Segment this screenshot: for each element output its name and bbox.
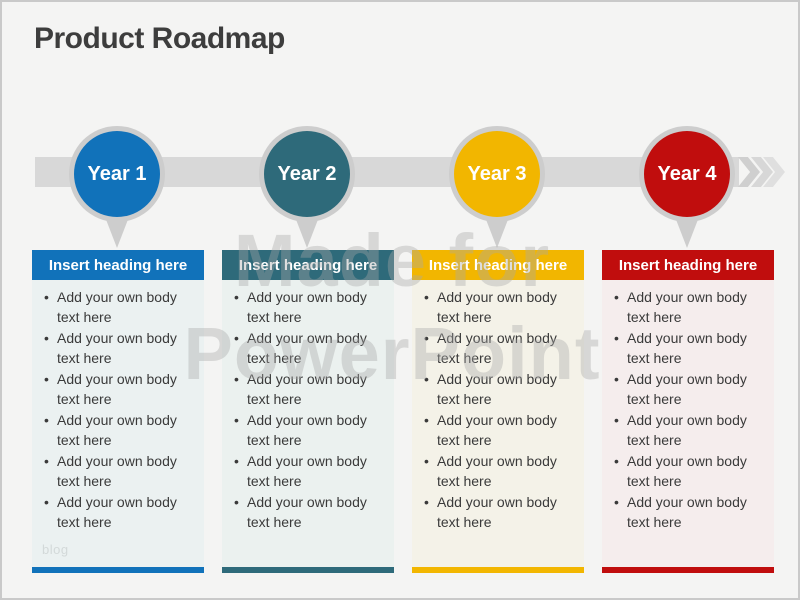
column-accent-bar <box>32 567 204 573</box>
bullet-item: Add your own body text here <box>232 287 390 327</box>
bullet-item: Add your own body text here <box>42 287 200 327</box>
timeline-year-marker[interactable]: Year 3 <box>449 126 545 250</box>
timeline-year-marker[interactable]: Year 2 <box>259 126 355 250</box>
bullet-item: Add your own body text here <box>42 492 200 532</box>
column-body: Add your own body text hereAdd your own … <box>412 280 584 567</box>
bullet-item: Add your own body text here <box>612 451 770 491</box>
bullet-item: Add your own body text here <box>422 287 580 327</box>
column-body: Add your own body text hereAdd your own … <box>602 280 774 567</box>
bullet-item: Add your own body text here <box>42 369 200 409</box>
year-circle[interactable]: Year 4 <box>644 131 730 217</box>
year-label: Year 4 <box>657 162 717 185</box>
roadmap-column[interactable]: Insert heading here Add your own body te… <box>412 250 584 573</box>
column-accent-bar <box>222 567 394 573</box>
bullet-item: Add your own body text here <box>612 287 770 327</box>
bullet-item: Add your own body text here <box>42 451 200 491</box>
timeline-year-marker[interactable]: Year 1 <box>69 126 165 250</box>
bullet-item: Add your own body text here <box>232 369 390 409</box>
bullet-list: Add your own body text hereAdd your own … <box>232 287 390 532</box>
year-circle[interactable]: Year 3 <box>454 131 540 217</box>
bullet-item: Add your own body text here <box>232 328 390 368</box>
bullet-list: Add your own body text hereAdd your own … <box>612 287 770 532</box>
year-label: Year 3 <box>467 162 527 185</box>
column-accent-bar <box>602 567 774 573</box>
bullet-item: Add your own body text here <box>422 328 580 368</box>
bullet-item: Add your own body text here <box>422 369 580 409</box>
bullet-item: Add your own body text here <box>42 328 200 368</box>
column-heading[interactable]: Insert heading here <box>412 250 584 280</box>
year-circle[interactable]: Year 2 <box>264 131 350 217</box>
column-body: Add your own body text hereAdd your own … <box>222 280 394 567</box>
column-heading[interactable]: Insert heading here <box>222 250 394 280</box>
roadmap-column[interactable]: Insert heading here Add your own body te… <box>222 250 394 573</box>
bullet-item: Add your own body text here <box>42 410 200 450</box>
bullet-item: Add your own body text here <box>612 369 770 409</box>
bullet-item: Add your own body text here <box>422 492 580 532</box>
bullet-item: Add your own body text here <box>422 451 580 491</box>
year-label: Year 1 <box>87 162 147 185</box>
bullet-item: Add your own body text here <box>612 410 770 450</box>
column-body: Add your own body text hereAdd your own … <box>32 280 204 567</box>
bullet-list: Add your own body text hereAdd your own … <box>42 287 200 532</box>
bullet-item: Add your own body text here <box>612 328 770 368</box>
blog-watermark: blog <box>42 542 69 557</box>
timeline-year-marker[interactable]: Year 4 <box>639 126 735 250</box>
roadmap-column[interactable]: Insert heading here Add your own body te… <box>32 250 204 573</box>
page-title: Product Roadmap <box>34 22 285 55</box>
year-circle[interactable]: Year 1 <box>74 131 160 217</box>
year-label: Year 2 <box>277 162 337 185</box>
bullet-item: Add your own body text here <box>612 492 770 532</box>
column-heading[interactable]: Insert heading here <box>602 250 774 280</box>
bullet-list: Add your own body text hereAdd your own … <box>422 287 580 532</box>
roadmap-column[interactable]: Insert heading here Add your own body te… <box>602 250 774 573</box>
bullet-item: Add your own body text here <box>232 492 390 532</box>
column-accent-bar <box>412 567 584 573</box>
column-heading[interactable]: Insert heading here <box>32 250 204 280</box>
bullet-item: Add your own body text here <box>232 451 390 491</box>
bullet-item: Add your own body text here <box>232 410 390 450</box>
bullet-item: Add your own body text here <box>422 410 580 450</box>
